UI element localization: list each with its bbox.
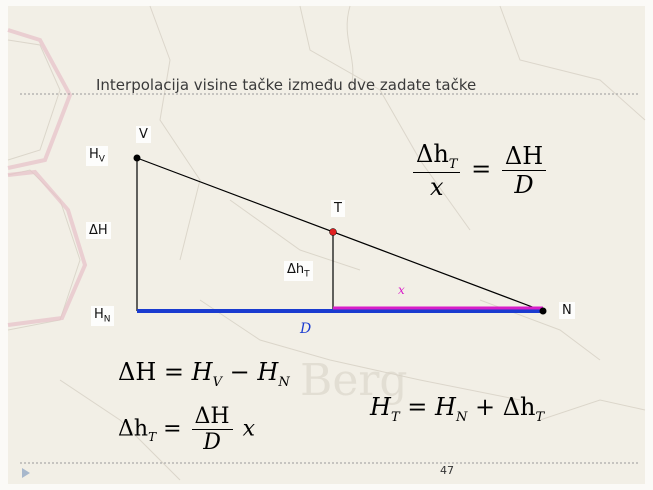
label-HV: HV xyxy=(86,146,108,166)
label-D: D xyxy=(300,321,312,337)
label-dhT: ΔhT xyxy=(284,261,313,281)
formula-dH: ΔH = HV − HN xyxy=(118,358,290,390)
fraction-dH-D: ΔH D xyxy=(191,404,233,455)
hypotenuse-line xyxy=(136,157,544,312)
label-HN: HN xyxy=(91,306,114,326)
play-icon xyxy=(22,468,30,478)
point-V xyxy=(133,154,141,162)
label-N: N xyxy=(559,302,575,319)
label-x: x xyxy=(398,283,405,297)
fraction-right: ΔH D xyxy=(501,142,547,199)
point-T xyxy=(329,228,337,236)
label-T: T xyxy=(331,200,345,217)
formula-HT: HT = HN + ΔhT xyxy=(370,393,545,425)
formula-dhT: ΔhT = ΔH D x xyxy=(118,404,256,455)
fraction-left: ΔhT x xyxy=(413,140,461,201)
formula-ratio: ΔhT x = ΔH D xyxy=(410,140,549,201)
slide-title: Interpolacija visine tačke između dve za… xyxy=(96,76,477,94)
svg-text:Berg: Berg xyxy=(300,355,408,406)
label-V: V xyxy=(136,126,151,143)
point-N xyxy=(539,307,547,315)
label-dH: ΔH xyxy=(86,222,111,239)
page-number: 47 xyxy=(440,464,454,477)
